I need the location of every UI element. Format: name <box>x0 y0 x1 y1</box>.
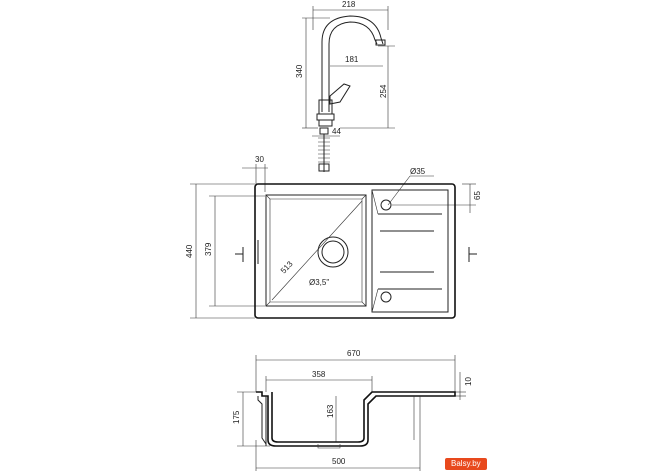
faucet-height-label: 340 <box>295 64 304 78</box>
faucet-base-label: 44 <box>332 127 341 136</box>
faucet-elevation: 218 340 181 254 44 <box>295 0 395 172</box>
tap-hole-label: Ø35 <box>410 167 426 176</box>
drain-label: Ø3,5" <box>309 278 329 287</box>
inner-depth-label: 379 <box>204 242 213 256</box>
thickness-label: 10 <box>464 377 473 386</box>
sink-section-view: 670 358 10 175 163 500 <box>232 349 473 471</box>
faucet-spout-height-label: 254 <box>379 84 388 98</box>
edge-label: 65 <box>473 191 482 200</box>
total-width-label: 670 <box>347 349 361 358</box>
bowl-width-label: 358 <box>312 370 326 379</box>
sink-plan-view: 30 Ø35 65 440 379 513 Ø3, <box>185 155 482 319</box>
depth-label: 440 <box>185 244 194 258</box>
base-width-label: 500 <box>332 457 346 466</box>
faucet-width-label: 218 <box>342 0 356 9</box>
diagonal-label: 513 <box>279 259 295 275</box>
rim-label: 30 <box>255 155 264 164</box>
bowl-depth-label: 163 <box>326 404 335 418</box>
faucet-reach-label: 181 <box>345 55 359 64</box>
section-height-label: 175 <box>232 410 241 424</box>
site-watermark: Balsy.by <box>445 458 487 470</box>
